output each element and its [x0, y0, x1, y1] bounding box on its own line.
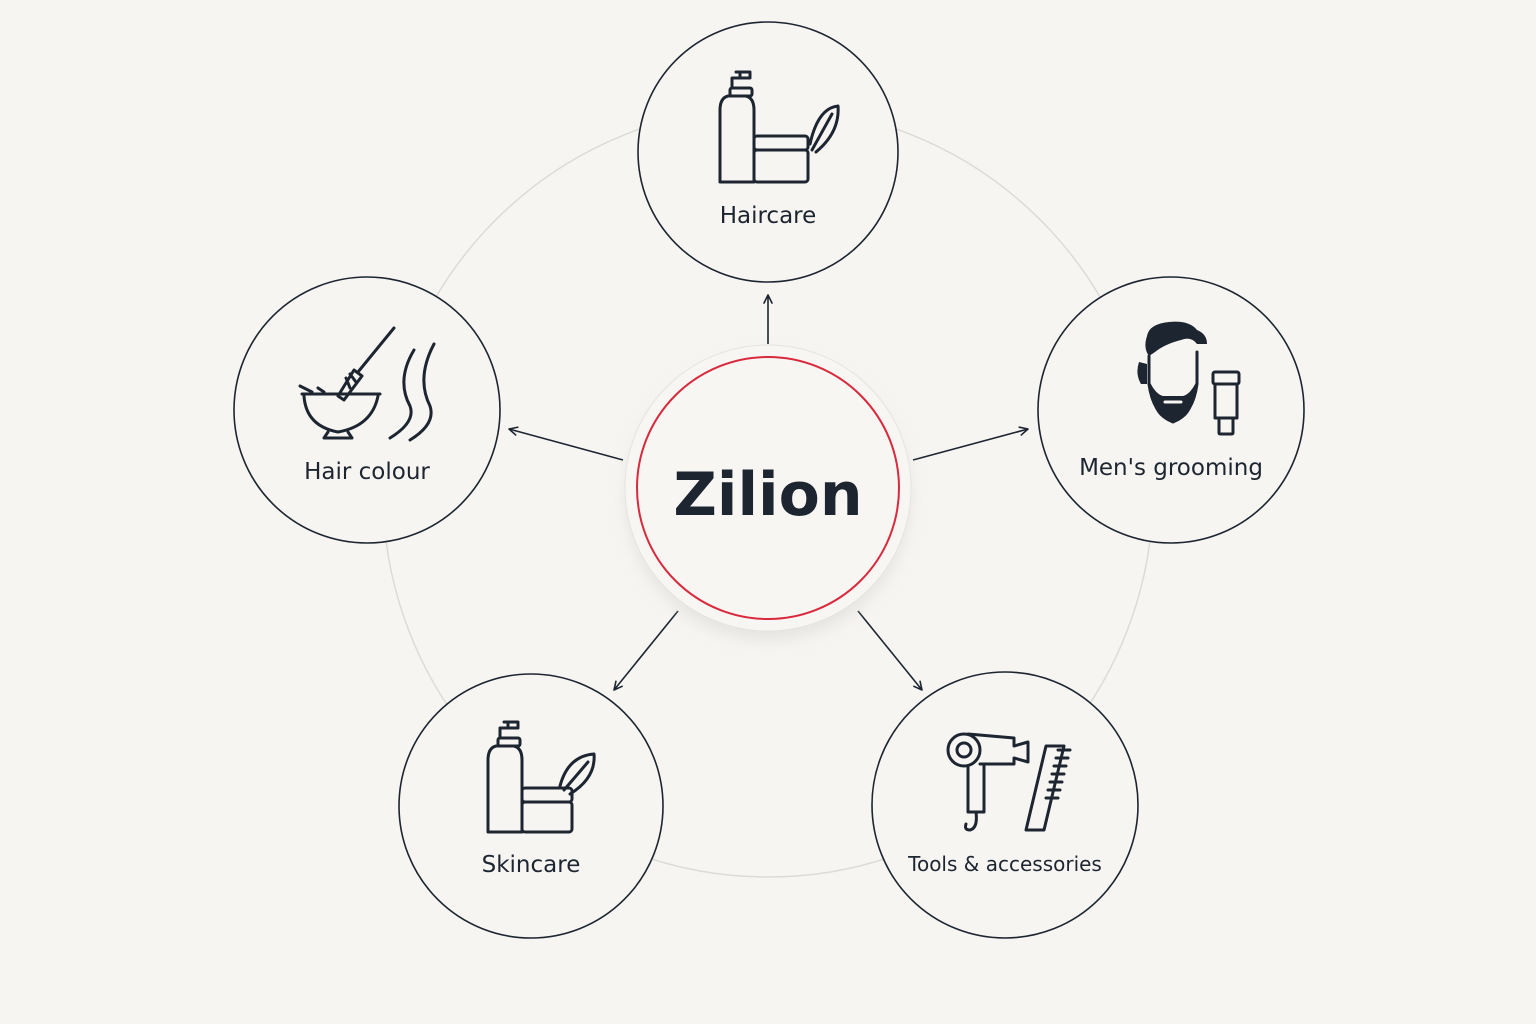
- node-label-haircare: Haircare: [720, 203, 817, 229]
- arrow-to-skincare: [613, 610, 679, 691]
- center-node[interactable]: Zilion: [624, 344, 912, 640]
- node-label-skincare: Skincare: [482, 852, 581, 878]
- center-label: Zilion: [673, 460, 862, 530]
- arrow-to-mens-grooming: [912, 426, 1029, 461]
- node-label-mens-grooming: Men's grooming: [1079, 455, 1263, 481]
- node-mens-grooming[interactable]: Men's grooming: [1037, 276, 1305, 544]
- bottle-jar-leaf-icon: [486, 720, 596, 834]
- node-label-hair-colour: Hair colour: [304, 459, 430, 485]
- bottle-jar-leaf-icon: [718, 70, 840, 184]
- node-skincare[interactable]: Skincare: [398, 673, 664, 939]
- hairdryer-comb-icon: [946, 732, 1072, 832]
- center-node-accent-ring: [636, 356, 900, 620]
- arrow-to-hair-colour: [508, 426, 624, 461]
- node-haircare[interactable]: Haircare: [637, 21, 899, 283]
- arrow-to-tools-accessories: [857, 610, 923, 691]
- node-hair-colour[interactable]: Hair colour: [233, 276, 501, 544]
- connector-arrows: [508, 294, 1029, 691]
- node-label-tools-accessories: Tools & accessories: [907, 852, 1102, 876]
- node-tools-accessories[interactable]: Tools & accessories: [871, 671, 1139, 939]
- bearded-man-tube-icon: [1137, 321, 1241, 436]
- dye-bowl-brush-icon: [298, 326, 436, 442]
